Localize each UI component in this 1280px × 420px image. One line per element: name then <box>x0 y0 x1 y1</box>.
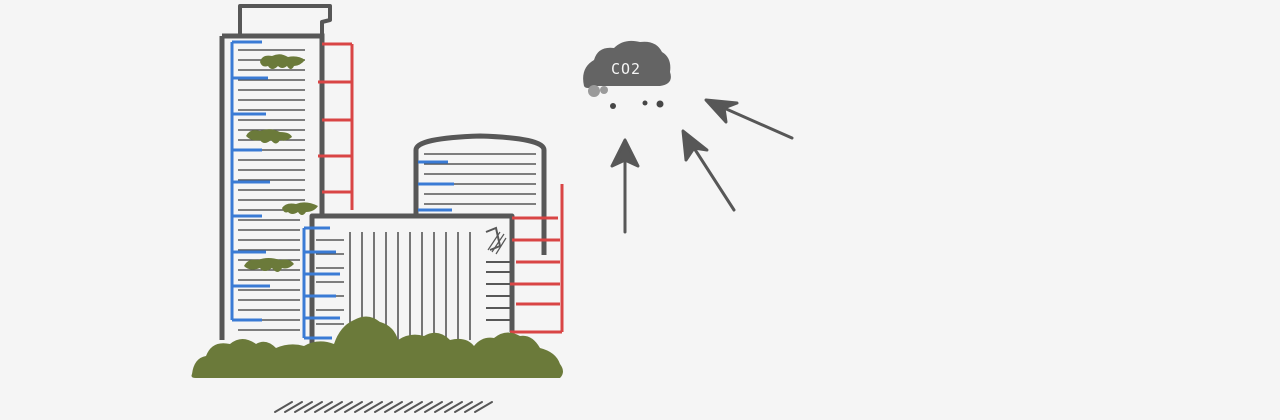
front-building <box>302 184 564 350</box>
co2-cloud-icon: CO2 <box>583 40 671 97</box>
tower-greenery <box>244 54 318 272</box>
ground-bushes <box>191 316 563 378</box>
rear-building <box>413 133 547 255</box>
cool-pipe-left <box>230 40 270 322</box>
warm-pipe-right <box>510 184 564 334</box>
arrow-icon <box>681 129 736 212</box>
arrow-icon <box>704 98 794 140</box>
warm-pipe-tower <box>318 42 354 210</box>
arrow-icon <box>610 138 640 234</box>
co2-particles <box>610 100 664 109</box>
tall-tower <box>219 4 354 340</box>
ground-shadow <box>274 401 493 413</box>
co2-label: CO2 <box>611 60 641 78</box>
